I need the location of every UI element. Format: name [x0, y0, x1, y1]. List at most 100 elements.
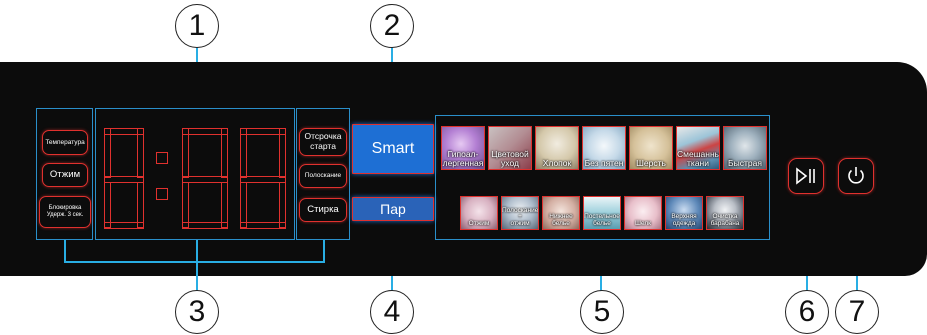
digit3-seg-b — [279, 128, 286, 178]
delay-start-label-2: старта — [310, 141, 336, 151]
colon-bottom — [156, 188, 168, 200]
control-panel: Температура Отжим Блокировка Удерж. 3 се… — [0, 62, 927, 276]
digit3-seg-g — [240, 176, 286, 183]
right-buttons-group — [296, 108, 350, 240]
start-pause-button[interactable] — [788, 158, 824, 194]
program-spin-image — [461, 197, 497, 229]
callout-3: 3 — [175, 290, 219, 334]
program-bedding-image — [584, 197, 620, 229]
callout-line-3-mid — [196, 240, 198, 262]
program-stain-free[interactable]: Без пятен — [582, 126, 626, 170]
temperature-button[interactable]: Температура — [42, 130, 88, 155]
callout-6: 6 — [785, 290, 829, 334]
program-wool-label: Шерсть — [636, 158, 666, 169]
program-spin-label: Отжим — [468, 220, 490, 228]
steam-label: Пар — [380, 201, 406, 217]
smart-label: Smart — [371, 140, 415, 157]
delay-start-label-1: Отсрочка — [304, 131, 342, 142]
program-spin[interactable]: Отжим — [460, 196, 498, 230]
program-stain-free-image — [583, 127, 625, 169]
program-quick[interactable]: Быстрая — [723, 126, 767, 170]
program-stain-free-label: Без пятен — [584, 158, 624, 169]
digit2-seg-d — [182, 222, 228, 229]
callout-line-3-left — [64, 240, 66, 262]
program-quick-image — [724, 127, 766, 169]
spin-button[interactable]: Отжим — [42, 163, 88, 187]
callout-7: 7 — [835, 290, 879, 334]
program-cotton-image — [536, 127, 578, 169]
child-lock-button[interactable]: Блокировка Удерж. 3 сек. — [39, 196, 91, 228]
program-mixed-fabrics-image — [677, 127, 719, 169]
program-quick-label: Быстрая — [728, 158, 762, 169]
program-silk-image — [625, 197, 661, 229]
program-hypoallergenic-label: Гипоал-лергенная — [442, 149, 484, 169]
program-silk[interactable]: Шелк — [624, 196, 662, 230]
colon-top — [156, 152, 168, 164]
program-silk-label: Шелк — [635, 220, 651, 228]
program-rinse-spin-image — [502, 197, 538, 229]
callout-line-3-bar — [64, 261, 325, 263]
program-outerwear-image — [666, 197, 702, 229]
spin-label: Отжим — [49, 168, 81, 180]
callout-1: 1 — [175, 4, 219, 48]
play-pause-icon — [796, 167, 815, 185]
wash-button[interactable]: Стирка — [299, 198, 347, 222]
programs-group — [435, 115, 770, 240]
program-hypoallergenic-image — [442, 127, 484, 169]
digit1-seg-e — [104, 182, 111, 228]
digit2-seg-f — [182, 128, 189, 178]
child-lock-label-1: Блокировка — [48, 205, 82, 212]
program-drum-clean-image — [707, 197, 743, 229]
wash-label: Стирка — [307, 203, 339, 215]
digit3-seg-d — [240, 222, 286, 229]
program-hypoallergenic[interactable]: Гипоал-лергенная — [441, 126, 485, 170]
callout-2: 2 — [370, 4, 414, 48]
digit1-seg-c — [137, 182, 144, 228]
digit2-seg-c — [221, 182, 228, 228]
callout-line-3-right — [323, 240, 325, 262]
program-underwear-image — [543, 197, 579, 229]
child-lock-label-2: Удерж. 3 сек. — [46, 212, 84, 218]
digit1-seg-g — [104, 176, 144, 183]
digit1-seg-b — [137, 128, 144, 178]
program-rinse-spin-label: Полоскание +отжим — [502, 206, 539, 228]
temperature-label: Температура — [45, 138, 85, 146]
smart-button[interactable]: Smart — [352, 124, 434, 174]
digit1-seg-d — [104, 222, 144, 229]
program-color-care-image — [489, 127, 531, 169]
program-rinse-spin[interactable]: Полоскание +отжим — [501, 196, 539, 230]
digit2-seg-e — [182, 182, 189, 228]
power-icon — [848, 167, 864, 184]
program-mixed-fabrics[interactable]: Смешанныеткани — [676, 126, 720, 170]
digit3-seg-f — [240, 128, 247, 178]
callout-4: 4 — [370, 290, 414, 334]
digit1-seg-f — [104, 128, 111, 178]
program-cotton-label: Хлопок — [542, 158, 572, 169]
rinse-button[interactable]: Полоскание — [299, 164, 347, 188]
program-mixed-fabrics-label: Смешанныеткани — [677, 149, 719, 169]
callout-5: 5 — [580, 290, 624, 334]
digit3-seg-c — [279, 182, 286, 228]
program-cotton[interactable]: Хлопок — [535, 126, 579, 170]
rinse-label: Полоскание — [304, 172, 342, 180]
steam-button[interactable]: Пар — [352, 197, 434, 221]
delay-start-button[interactable]: Отсрочка старта — [299, 128, 347, 156]
power-button[interactable] — [838, 158, 874, 194]
display-group — [95, 108, 295, 240]
program-wool[interactable]: Шерсть — [629, 126, 673, 170]
left-buttons-group — [36, 108, 93, 240]
digit2-seg-g — [182, 176, 228, 183]
program-wool-image — [630, 127, 672, 169]
callout-line-3-down — [196, 261, 198, 295]
digit3-seg-e — [240, 182, 247, 228]
